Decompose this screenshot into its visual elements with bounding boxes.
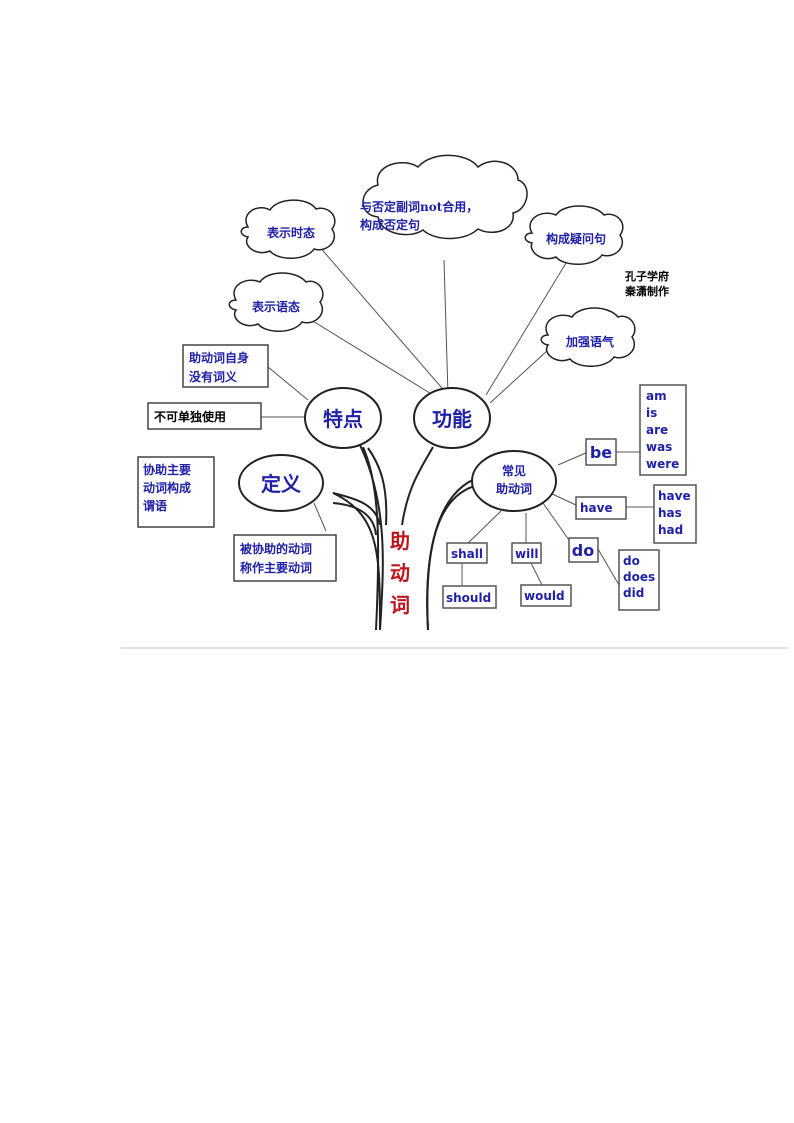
line-do-forms	[597, 548, 620, 586]
node-features-label: 特点	[323, 407, 363, 431]
box-main-verb-line-1: 被协助的动词	[240, 541, 312, 556]
credit-line-1: 孔子学府	[625, 269, 669, 283]
box-should-label: should	[446, 591, 491, 605]
cloud-voice: 表示语态	[228, 272, 324, 332]
box-do-label: do	[572, 541, 594, 560]
node-functions: 功能	[413, 387, 491, 449]
be-form-am: am	[646, 389, 667, 403]
be-form-was: was	[646, 440, 672, 454]
line-shall	[467, 510, 502, 544]
cloud-negation: 与否定副词not合用， 构成否定句	[360, 154, 528, 240]
trunk-char-3: 词	[390, 593, 410, 617]
box-be-forms: am is are was were	[639, 384, 687, 476]
box-main-verb: 被协助的动词 称作主要动词	[233, 534, 337, 582]
box-no-meaning-line-2: 没有词义	[189, 369, 238, 384]
box-would: would	[520, 584, 572, 607]
tree-trunk	[332, 444, 489, 630]
credit-label: 孔子学府 秦潇制作	[624, 269, 669, 298]
cloud-shape	[240, 199, 336, 259]
node-common-line-1: 常见	[502, 463, 526, 478]
box-do-forms: do does did	[618, 549, 660, 611]
box-have: have	[575, 496, 627, 520]
box-be: be	[585, 438, 617, 466]
node-definition-label: 定义	[261, 472, 301, 496]
cloud-negation-line-2: 构成否定句	[360, 217, 420, 232]
cloud-shape	[228, 272, 324, 332]
do-form-does: does	[623, 570, 655, 584]
trunk-left-edge-2	[359, 444, 384, 630]
box-shall: shall	[446, 542, 488, 564]
cloud-tense: 表示时态	[240, 199, 336, 259]
do-form-do: do	[623, 554, 640, 568]
line-do	[542, 502, 570, 541]
trunk-char-1: 助	[390, 529, 410, 553]
credit-line-2: 秦潇制作	[624, 284, 669, 298]
be-form-are: are	[646, 423, 668, 437]
line-no-meaning	[267, 366, 309, 401]
cloud-shape	[540, 307, 636, 367]
trunk-char-2: 动	[390, 561, 410, 585]
line-will-would	[530, 562, 543, 586]
cloud-negation-line-1: 与否定副词not合用，	[360, 199, 478, 214]
box-shall-label: shall	[451, 547, 483, 561]
cloud-emphasis-label: 加强语气	[565, 334, 614, 349]
be-form-were: were	[646, 457, 679, 471]
have-form-have: have	[658, 489, 691, 503]
cloud-shape	[362, 154, 528, 240]
cloud-tense-label: 表示时态	[266, 225, 315, 240]
node-definition: 定义	[238, 454, 324, 512]
connector-lines	[261, 244, 654, 586]
box-have-forms: have has had	[653, 484, 697, 544]
node-functions-label: 功能	[432, 407, 472, 431]
box-assist-line-2: 动词构成	[143, 480, 191, 495]
line-have	[549, 492, 577, 506]
line-negation	[443, 259, 449, 396]
line-emphasis	[489, 349, 549, 404]
trunk-center-left	[362, 446, 380, 630]
branch-definition-2	[332, 502, 377, 536]
line-voice	[302, 314, 434, 396]
box-be-label: be	[590, 443, 612, 462]
trunk-label: 助 动 词	[390, 529, 410, 617]
have-form-had: had	[658, 523, 683, 537]
box-not-alone: 不可单独使用	[147, 402, 262, 430]
cloud-question: 构成疑问句	[524, 205, 624, 265]
box-main-verb-line-2: 称作主要动词	[240, 560, 312, 575]
box-have-label: have	[580, 501, 613, 515]
node-features: 特点	[304, 387, 382, 449]
box-would-label: would	[524, 589, 565, 603]
branch-definition	[332, 492, 381, 526]
box-assist-line-1: 协助主要	[143, 462, 191, 477]
line-main-verb	[313, 502, 327, 532]
line-question	[485, 262, 567, 396]
box-assist-line-3: 谓语	[143, 498, 167, 513]
box-should: should	[442, 585, 497, 609]
trunk-right-edge-2	[426, 484, 479, 630]
box-not-alone-label: 不可单独使用	[154, 409, 226, 424]
box-assist: 协助主要 动词构成 谓语	[137, 456, 215, 528]
trunk-inner-left	[367, 447, 388, 526]
auxiliary-verb-tree-diagram: 助 动 词 与否定副词not合用， 构成否定句 表示时态 构成疑问句 表示语态 …	[137, 154, 697, 630]
node-common: 常见 助动词	[471, 450, 557, 512]
box-no-meaning: 助动词自身 没有词义	[182, 344, 269, 388]
do-form-did: did	[623, 586, 644, 600]
box-will-label: will	[515, 547, 538, 561]
box-will: will	[511, 542, 542, 564]
line-be	[557, 451, 589, 466]
horizontal-divider	[120, 647, 788, 649]
cloud-emphasis: 加强语气	[540, 307, 636, 367]
line-tense	[317, 244, 449, 396]
be-form-is: is	[646, 406, 657, 420]
cloud-question-label: 构成疑问句	[546, 231, 606, 246]
box-do: do	[568, 537, 599, 563]
have-form-has: has	[658, 506, 682, 520]
trunk-inner-right	[401, 446, 434, 526]
trunk-left-edge	[332, 492, 381, 630]
cloud-voice-label: 表示语态	[251, 299, 300, 314]
box-no-meaning-line-1: 助动词自身	[189, 350, 249, 365]
cloud-shape	[524, 205, 624, 265]
node-common-line-2: 助动词	[496, 481, 532, 496]
